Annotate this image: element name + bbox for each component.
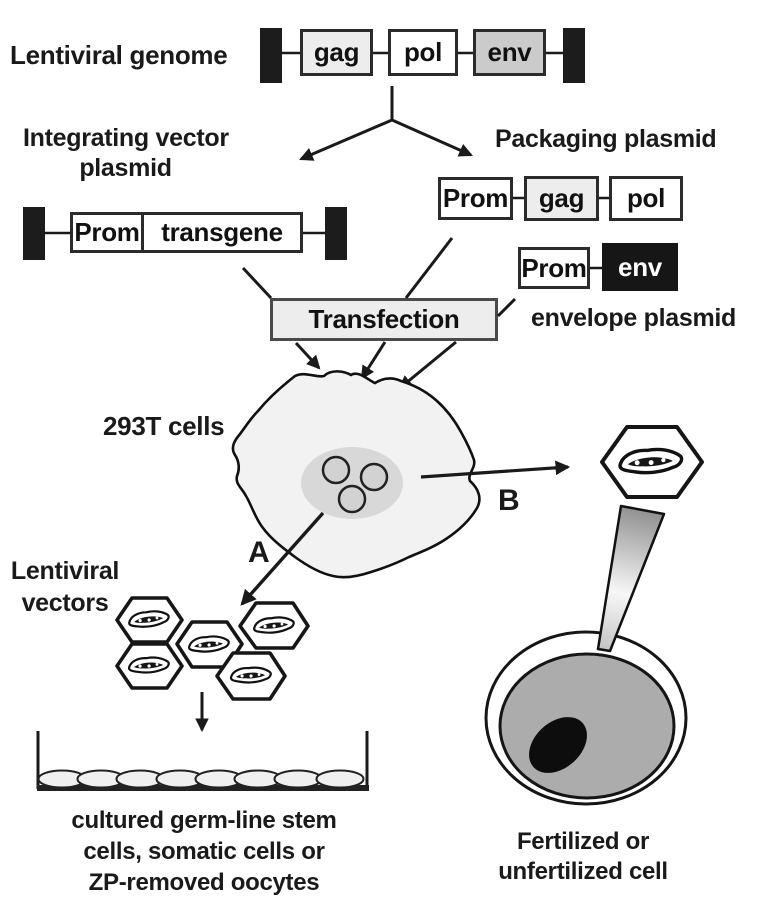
vector-hexagon-single [600,425,704,499]
integrating-vector-label-line2: plasmid [79,154,172,182]
producer-cell-outline [231,370,481,579]
egg-cell [484,630,688,806]
lentiviral-vectors-label: Lentiviral vectors [2,555,128,619]
transfection-output-arrows [294,340,457,390]
lentiviral-vectors-label-line1: Lentiviral [10,557,120,585]
egg-pronucleus [529,717,587,773]
vector-hexagon [115,642,184,690]
env-box-envelope: env [602,243,678,291]
env-gene-box: env [473,29,546,76]
transgene-box: transgene [141,212,303,253]
egg-cytoplasm [498,652,676,800]
route-b-label: B [498,484,520,517]
dish-caption: cultured germ-line stem cells, somatic c… [38,805,370,898]
dish-caption-line1: cultured germ-line stem [71,807,337,834]
packaging-plasmid-label: Packaging plasmid [495,125,717,153]
egg-outer-membrane [484,630,688,806]
vector-ltr-bar-right [325,207,347,260]
prom-box-envelope: Prom [518,247,590,289]
culture-dish [36,731,369,791]
egg-caption-line1: Fertilized or [516,828,650,855]
injection-needle [596,504,666,653]
vector-ltr-bar-left [23,207,45,260]
prom-box-packaging: Prom [438,177,513,220]
lentiviral-vectors-label-line2: vectors [21,589,109,617]
pol-gene-box: pol [388,29,458,76]
egg-caption: Fertilized or unfertilized cell [453,827,713,887]
prom-box-integrating: Prom [70,212,144,253]
cells-in-dish [37,769,365,789]
route-a-label: A [248,536,270,569]
vector-hexagon [238,601,310,650]
envelope-plasmid-label: envelope plasmid [531,304,736,332]
integrating-vector-label: Integrating vector plasmid [23,123,229,183]
vector-particle-single [617,445,685,477]
integrating-vector-label-line1: Integrating vector [23,124,229,152]
producer-cell-nucleus [301,447,403,519]
ltr-bar-right [563,28,585,83]
dish-caption-line2: cells, somatic cells or [83,838,325,865]
producer-cells-label: 293T cells [103,411,225,441]
lentiviral-vector-cluster [115,596,310,701]
dish-caption-line3: ZP-removed oocytes [88,869,320,896]
egg-caption-line2: unfertilized cell [498,858,668,885]
pol-box-packaging: pol [609,176,683,221]
ltr-bar-left [260,28,282,83]
transfection-box: Transfection [270,298,498,341]
gag-gene-box: gag [300,29,373,76]
vector-hexagon [175,620,244,669]
genome-fork-arrows [299,86,473,161]
plasmid-circles [321,455,389,514]
route-b-arrow [420,460,571,479]
vector-particles [127,608,296,685]
genome-label: Lentiviral genome [10,40,228,70]
gag-box-packaging: gag [524,176,599,221]
vector-hexagon [215,651,287,701]
